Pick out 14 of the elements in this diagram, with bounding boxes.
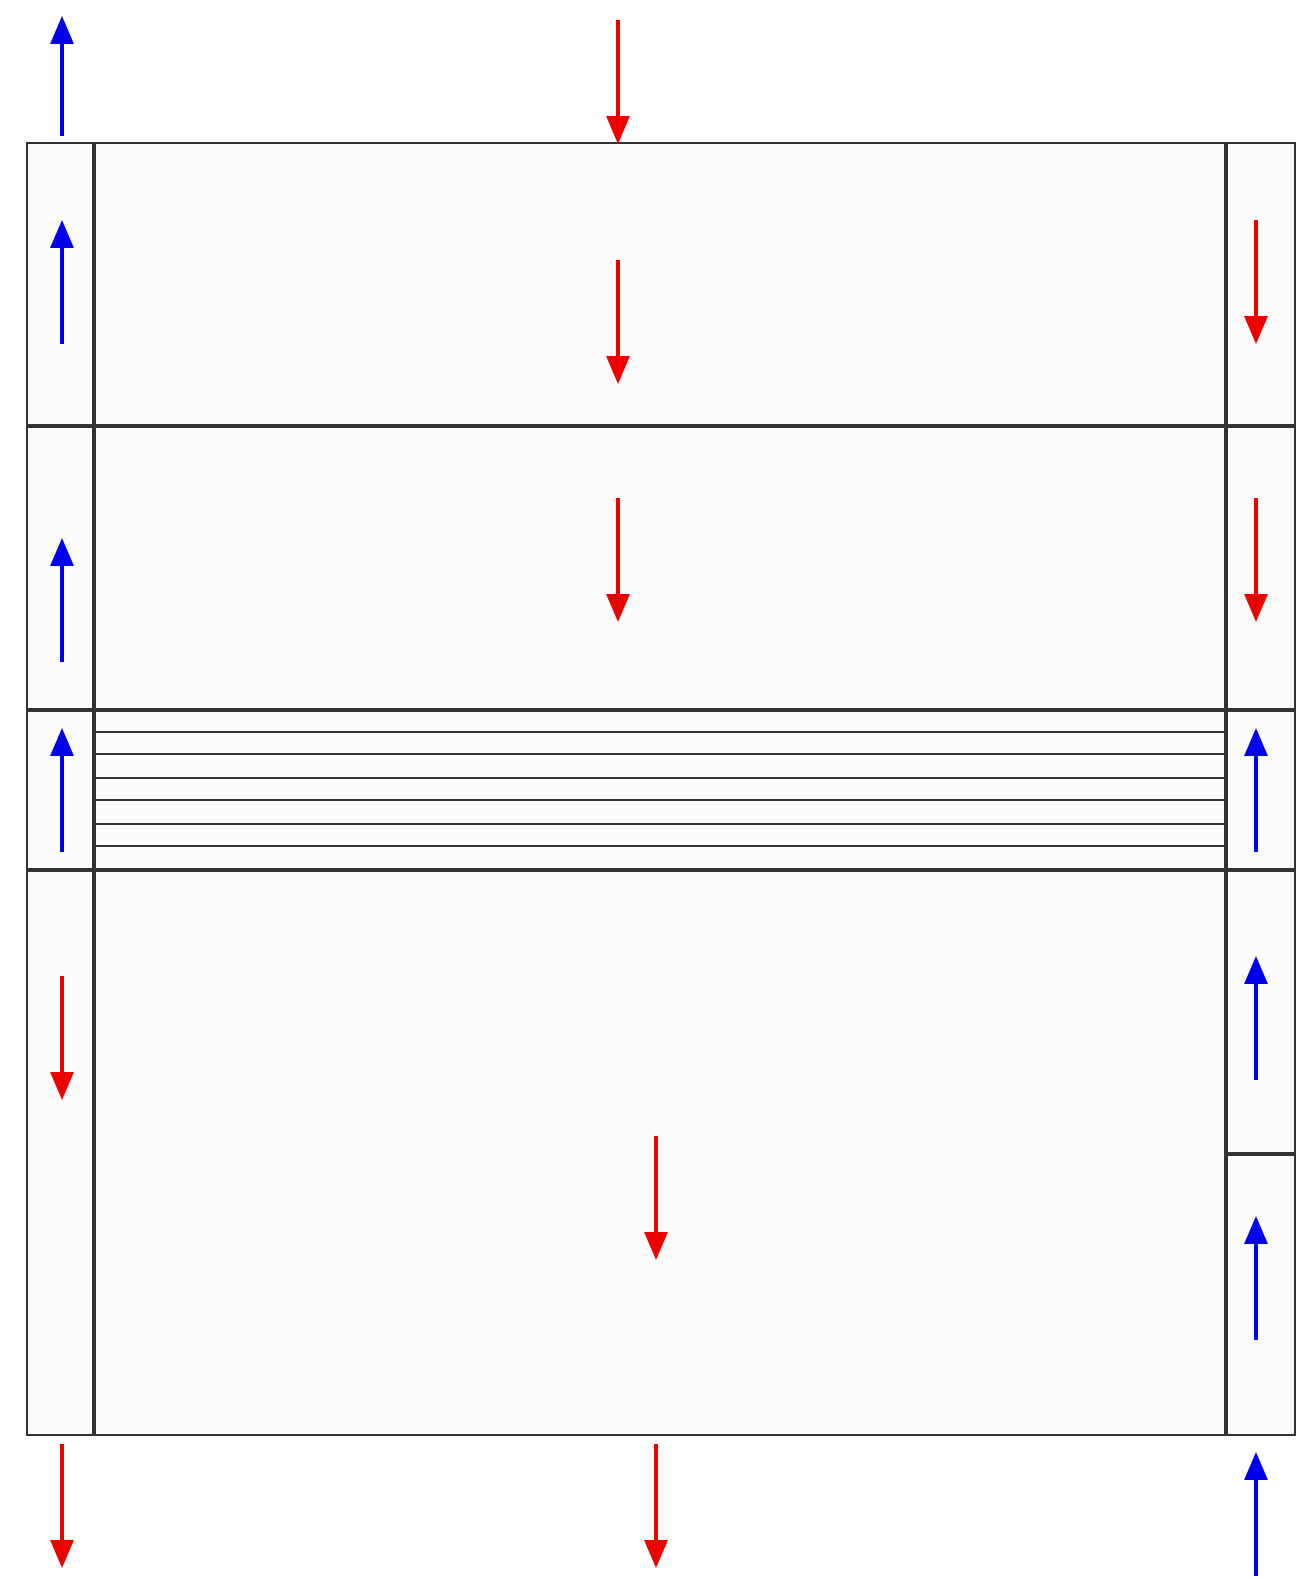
cabinet-frame <box>26 142 1296 1436</box>
compartment <box>26 426 94 710</box>
compartment <box>1226 142 1296 426</box>
compartment <box>1226 1154 1296 1436</box>
compartment <box>94 142 1226 426</box>
compartment <box>94 426 1226 710</box>
compartment <box>1226 870 1296 1154</box>
compartment <box>26 142 94 426</box>
compartment <box>26 870 94 1436</box>
filter-panel <box>94 710 1226 870</box>
compartment <box>1226 710 1296 870</box>
compartment <box>26 710 94 870</box>
compartment <box>1226 426 1296 710</box>
compartment <box>94 870 1226 1436</box>
